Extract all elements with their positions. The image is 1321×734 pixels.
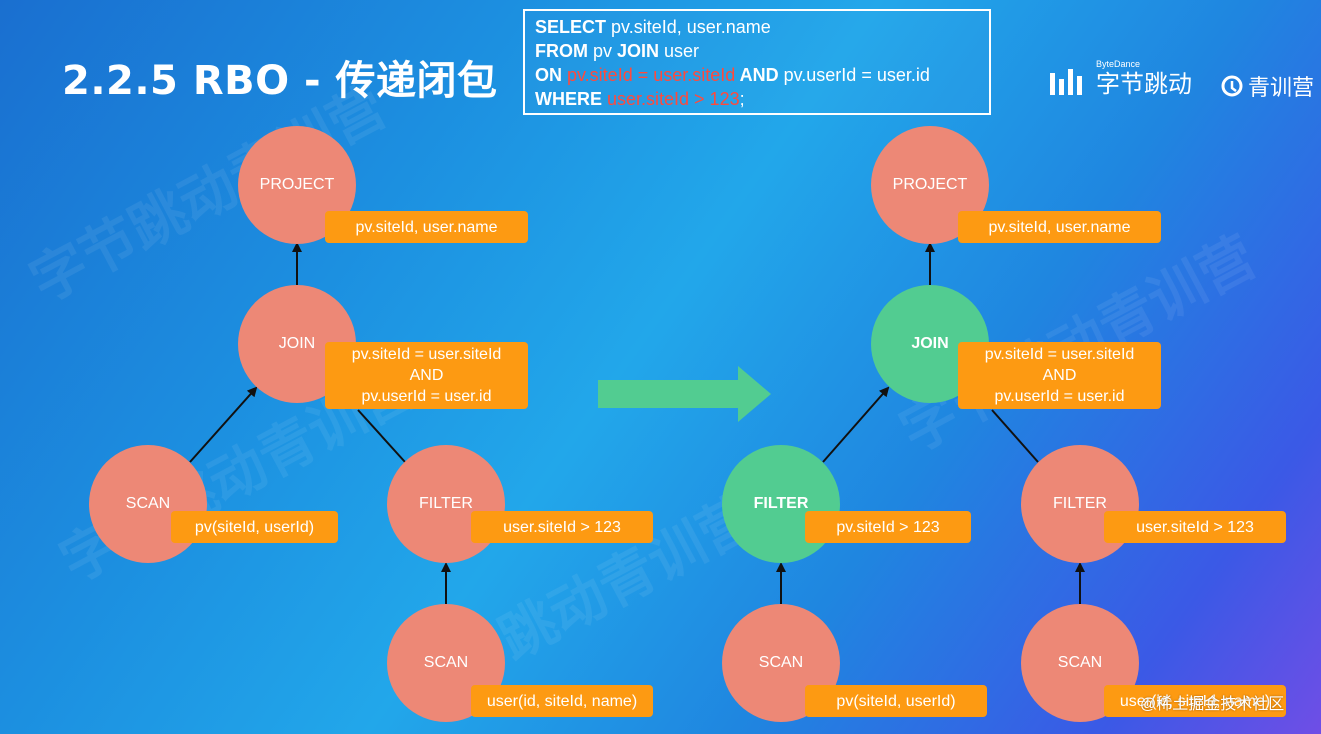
node-label: JOIN — [278, 335, 316, 352]
node-label: SCAN — [1057, 654, 1103, 671]
bytedance-sublabel: ByteDance — [1096, 59, 1141, 69]
right-filter-pv-node: FILTER — [722, 445, 840, 563]
node-label: SCAN — [125, 495, 171, 512]
left-scan-pv-tag: pv(siteId, userId) — [171, 511, 338, 543]
sql-query-box: SELECT pv.siteId, user.name FROM pv JOIN… — [523, 9, 991, 115]
node-label: FILTER — [1053, 495, 1107, 512]
node-label: PROJECT — [892, 176, 968, 193]
node-label: PROJECT — [259, 176, 335, 193]
sql-line-where: WHERE user.siteId > 123; — [535, 87, 979, 111]
sql-keyword: JOIN — [617, 41, 660, 61]
sql-text: pv.userId = user.id — [778, 65, 930, 85]
sql-keyword: ON — [535, 65, 562, 85]
right-filter-user-node: FILTER — [1021, 445, 1139, 563]
page-title: 2.2.5 RBO - 传递闭包 — [62, 58, 498, 104]
edge-filter-to-join — [822, 386, 890, 463]
right-filter-user-tag: user.siteId > 123 — [1104, 511, 1286, 543]
right-join-tag: pv.siteId = user.siteId AND pv.userId = … — [958, 342, 1161, 409]
edge-scan-to-join — [189, 386, 258, 463]
bytedance-name: 字节跳动 — [1096, 70, 1192, 98]
left-scan-user-tag: user(id, siteId, name) — [471, 685, 653, 717]
sql-keyword: AND — [735, 65, 779, 85]
right-scan-user-tag: user(id, siteId, name) — [1104, 685, 1286, 717]
sql-highlight: user.siteId > 123 — [602, 89, 740, 109]
sql-text: pv — [588, 41, 618, 61]
footer-credit: @稀土掘金技术社区 — [1140, 696, 1285, 713]
sql-line-from: FROM pv JOIN user — [535, 39, 979, 63]
left-filter-user-tag: user.siteId > 123 — [471, 511, 653, 543]
edge-filter-to-join — [991, 409, 1039, 463]
camp-icon — [1221, 75, 1243, 97]
right-filter-pv-tag: pv.siteId > 123 — [805, 511, 971, 543]
sql-line-select: SELECT pv.siteId, user.name — [535, 15, 979, 39]
sql-highlight: pv.siteId = user.siteId — [562, 65, 736, 85]
node-label: JOIN — [911, 335, 949, 352]
left-filter-user-node: FILTER — [387, 445, 505, 563]
node-label: SCAN — [423, 654, 469, 671]
bytedance-logo: ByteDance 字节跳动 — [1050, 60, 1192, 97]
left-project-tag: pv.siteId, user.name — [325, 211, 528, 243]
sql-text: ; — [739, 89, 745, 109]
right-scan-pv-tag: pv(siteId, userId) — [805, 685, 987, 717]
node-label: FILTER — [419, 495, 473, 512]
node-label: SCAN — [758, 654, 804, 671]
left-scan-pv-node: SCAN — [89, 445, 207, 563]
sql-text: pv.siteId, user.name — [606, 17, 771, 37]
sql-keyword: SELECT — [535, 17, 607, 37]
edge-filter-to-join — [357, 409, 406, 463]
left-join-tag: pv.siteId = user.siteId AND pv.userId = … — [325, 342, 528, 409]
camp-name: 青训营 — [1248, 76, 1315, 101]
transform-arrow-icon — [598, 366, 771, 422]
node-label: FILTER — [753, 495, 809, 512]
sql-line-on: ON pv.siteId = user.siteId AND pv.userId… — [535, 63, 979, 87]
sql-keyword: WHERE — [535, 89, 602, 109]
right-project-tag: pv.siteId, user.name — [958, 211, 1161, 243]
camp-logo: 青训营 — [1220, 70, 1314, 102]
sql-text: user — [659, 41, 700, 61]
sql-keyword: FROM — [535, 41, 588, 61]
bytedance-icon — [1050, 69, 1082, 95]
